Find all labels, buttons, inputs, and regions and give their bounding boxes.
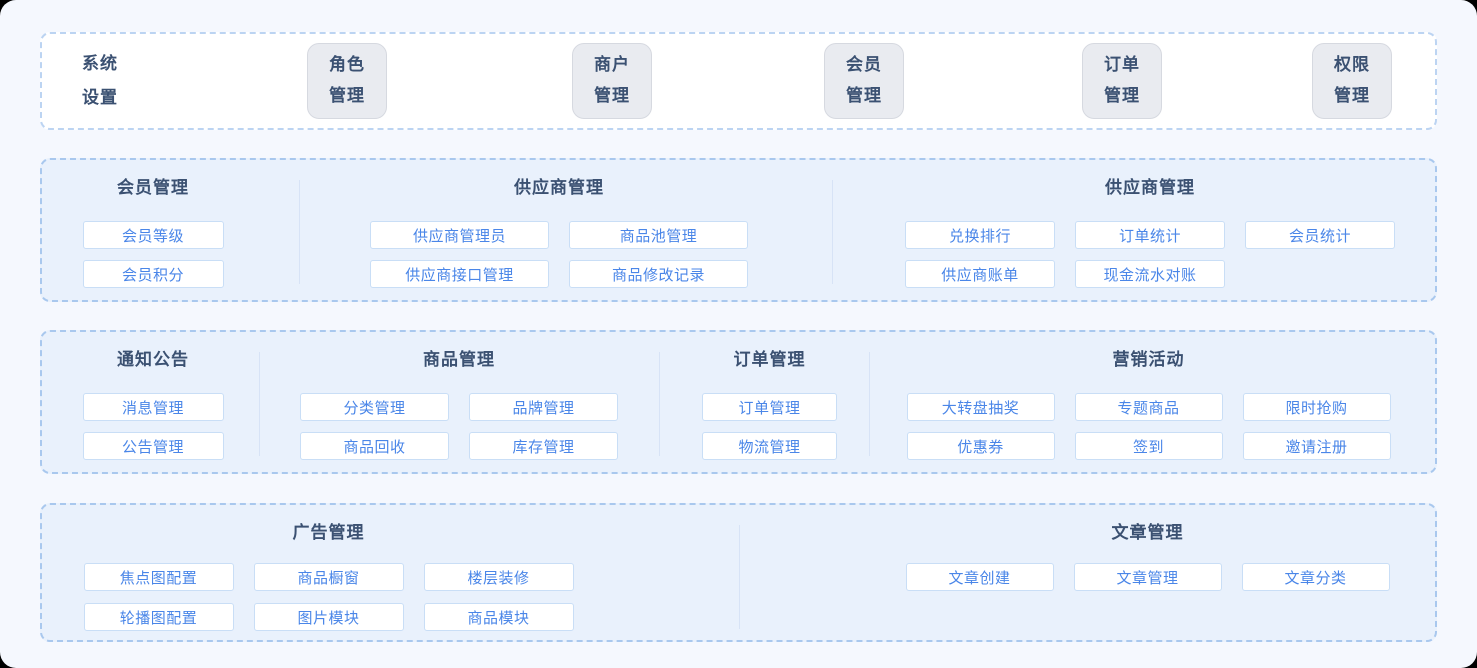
module-item[interactable]: 订单管理 (702, 393, 837, 421)
module-item[interactable]: 订单统计 (1075, 221, 1225, 249)
top-button-label-line: 管理 (1104, 86, 1140, 106)
module-group-article-management: 文章管理 文章创建 文章管理 文章分类 (905, 505, 1390, 591)
system-settings-label-line2: 设置 (82, 88, 118, 108)
top-button-label-line: 会员 (846, 55, 882, 75)
module-item[interactable]: 消息管理 (82, 393, 224, 421)
module-item[interactable]: 供应商账单 (905, 260, 1055, 288)
top-button-label-line: 管理 (1334, 86, 1370, 106)
module-group-ad-management: 广告管理 焦点图配置 商品橱窗 楼层装修 轮播图配置 图片模块 商品模块 (83, 505, 574, 631)
column-divider (659, 352, 660, 456)
module-item[interactable]: 库存管理 (469, 432, 618, 460)
module-item[interactable]: 商品回收 (300, 432, 449, 460)
top-button-label-line: 管理 (329, 86, 365, 106)
section-panel-member-supplier: 会员管理 会员等级 会员积分 供应商管理 供应商管理员 商品池管理 供应商接口管… (40, 158, 1437, 302)
column-title: 商品管理 (423, 350, 495, 370)
module-item[interactable]: 楼层装修 (423, 563, 574, 591)
top-button-role-management[interactable]: 角色 管理 (307, 43, 387, 119)
column-divider (869, 352, 870, 456)
module-item[interactable]: 会员积分 (82, 260, 224, 288)
module-item[interactable]: 轮播图配置 (83, 603, 234, 631)
system-settings-bar: 系统 设置 角色 管理 商户 管理 会员 管理 订单 管理 权限 管理 (40, 32, 1437, 130)
top-button-label-line: 商户 (594, 55, 630, 75)
column-divider (299, 180, 300, 284)
top-button-label-line: 管理 (846, 86, 882, 106)
top-button-permission-management[interactable]: 权限 管理 (1312, 43, 1392, 119)
module-group-notice-announcement: 通知公告 消息管理 公告管理 (62, 332, 244, 460)
system-settings-label: 系统 设置 (82, 47, 118, 115)
module-item[interactable]: 文章创建 (905, 563, 1054, 591)
top-button-order-management[interactable]: 订单 管理 (1082, 43, 1162, 119)
module-item[interactable]: 限时抢购 (1242, 393, 1391, 421)
module-item[interactable]: 公告管理 (82, 432, 224, 460)
column-title: 广告管理 (292, 523, 365, 543)
module-item[interactable]: 大转盘抽奖 (906, 393, 1055, 421)
module-item[interactable]: 会员统计 (1245, 221, 1395, 249)
column-title: 营销活动 (1112, 350, 1185, 370)
module-item[interactable]: 图片模块 (253, 603, 404, 631)
module-item[interactable]: 签到 (1074, 432, 1223, 460)
module-group-order-management: 订单管理 订单管理 物流管理 (702, 332, 837, 460)
module-item[interactable]: 邀请注册 (1242, 432, 1391, 460)
system-settings-label-line1: 系统 (82, 54, 118, 74)
module-item[interactable]: 文章管理 (1073, 563, 1222, 591)
top-button-member-management[interactable]: 会员 管理 (824, 43, 904, 119)
module-item[interactable]: 焦点图配置 (83, 563, 234, 591)
column-divider (832, 180, 833, 284)
column-divider (739, 525, 740, 629)
column-title: 文章管理 (1111, 523, 1184, 543)
module-item[interactable]: 分类管理 (300, 393, 449, 421)
column-divider (259, 352, 260, 456)
top-button-label-line: 订单 (1104, 55, 1140, 75)
column-title: 会员管理 (117, 178, 189, 198)
module-group-member-management: 会员管理 会员等级 会员积分 (62, 160, 244, 288)
top-button-label-line: 角色 (329, 55, 365, 75)
column-title: 供应商管理 (514, 178, 604, 198)
top-button-label-line: 权限 (1334, 55, 1370, 75)
module-item[interactable]: 供应商管理员 (370, 221, 549, 249)
module-item[interactable]: 品牌管理 (469, 393, 618, 421)
module-item[interactable]: 商品池管理 (569, 221, 748, 249)
module-item[interactable]: 供应商接口管理 (370, 260, 549, 288)
section-panel-notice-product-order-marketing: 通知公告 消息管理 公告管理 商品管理 分类管理 品牌管理 商品回收 库存管理 … (40, 330, 1437, 474)
module-item[interactable]: 商品修改记录 (569, 260, 748, 288)
module-group-product-management: 商品管理 分类管理 品牌管理 商品回收 库存管理 (300, 332, 618, 460)
module-item[interactable]: 商品橱窗 (253, 563, 404, 591)
module-item[interactable]: 专题商品 (1074, 393, 1223, 421)
module-item[interactable]: 会员等级 (82, 221, 224, 249)
module-group-supplier-management: 供应商管理 供应商管理员 商品池管理 供应商接口管理 商品修改记录 (370, 160, 748, 288)
column-title: 供应商管理 (1105, 178, 1195, 198)
module-item[interactable]: 兑换排行 (905, 221, 1055, 249)
column-title: 通知公告 (117, 350, 189, 370)
module-item[interactable]: 物流管理 (702, 432, 837, 460)
module-item[interactable]: 现金流水对账 (1075, 260, 1225, 288)
column-title: 订单管理 (733, 350, 806, 370)
module-group-marketing-activities: 营销活动 大转盘抽奖 专题商品 限时抢购 优惠券 签到 邀请注册 (905, 332, 1392, 460)
module-group-supplier-management-2: 供应商管理 兑换排行 订单统计 会员统计 供应商账单 现金流水对账 (905, 160, 1395, 288)
top-button-merchant-management[interactable]: 商户 管理 (572, 43, 652, 119)
module-item[interactable]: 商品模块 (423, 603, 574, 631)
module-item[interactable]: 优惠券 (906, 432, 1055, 460)
section-panel-ads-articles: 广告管理 焦点图配置 商品橱窗 楼层装修 轮播图配置 图片模块 商品模块 文章管… (40, 503, 1437, 642)
module-item[interactable]: 文章分类 (1241, 563, 1390, 591)
top-button-label-line: 管理 (594, 86, 630, 106)
